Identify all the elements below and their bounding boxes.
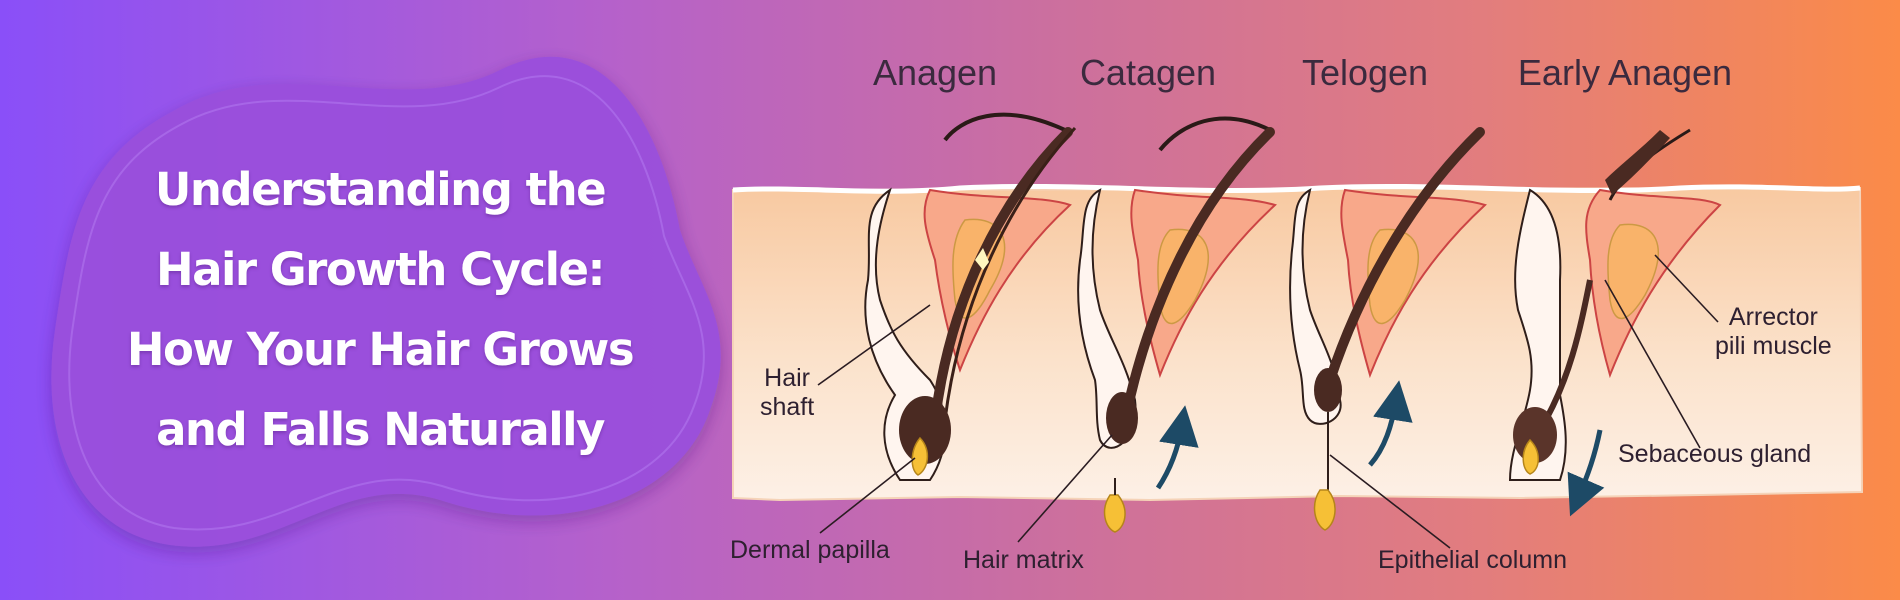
- title-line-1: Understanding the: [154, 163, 607, 216]
- leader-lines: [817, 254, 1719, 549]
- follicle-telogen: [1289, 127, 1487, 531]
- downward-arrow: [1567, 429, 1605, 517]
- upward-arrow-2: [1368, 380, 1413, 467]
- upward-arrow-1: [1155, 405, 1199, 490]
- label-dermal-papilla: Dermal papilla: [730, 536, 890, 564]
- label-sebaceous-gland: Sebaceous gland: [1618, 440, 1812, 468]
- follicle-early-anagen: [1508, 128, 1722, 517]
- sebaceous-highlight: [975, 248, 989, 270]
- banner-title: Understanding the Hair Growth Cycle: How…: [120, 150, 640, 470]
- stage-label-early-anagen: Early Anagen: [1517, 52, 1733, 93]
- title-line-2: Hair Growth Cycle:: [155, 243, 606, 296]
- follicle-catagen: [1077, 116, 1277, 533]
- stage-label-anagen: Anagen: [872, 52, 998, 93]
- label-epithelial-column: Epithelial column: [1378, 546, 1567, 574]
- stage-label-telogen: Telogen: [1301, 52, 1429, 93]
- label-hair-shaft: Hair shaft: [760, 364, 815, 421]
- follicle-anagen: [864, 112, 1077, 481]
- label-hair-matrix: Hair matrix: [963, 546, 1084, 574]
- label-arrector-pili: Arrector pili muscle: [1715, 303, 1832, 360]
- title-line-3: How Your Hair Grows: [126, 323, 635, 376]
- stage-label-catagen: Catagen: [1079, 52, 1217, 93]
- title-line-4: and Falls Naturally: [156, 403, 605, 456]
